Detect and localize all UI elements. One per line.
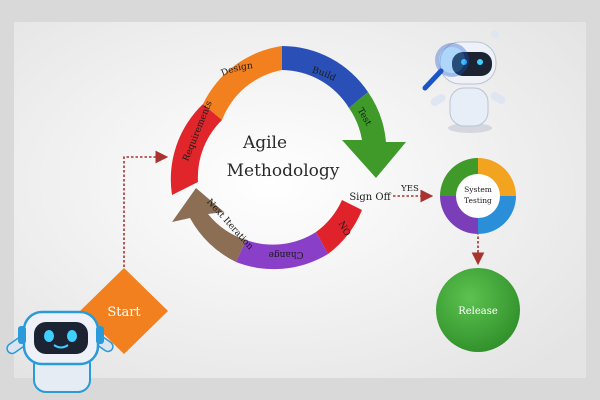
st-ring-bottom-right: [478, 196, 516, 234]
segment-test[interactable]: [342, 92, 406, 178]
release-label: Release: [458, 306, 498, 317]
yes-label: YES: [400, 184, 419, 194]
center-title-line2: Methodology: [227, 161, 340, 181]
signoff-group: Sign Off YES: [349, 184, 419, 203]
robot-search-icon: [422, 30, 506, 133]
connectors: [123, 150, 485, 294]
st-ring-top-right: [478, 158, 516, 196]
st-label-line1: System: [464, 185, 492, 194]
segment-design[interactable]: [203, 46, 282, 120]
release-circle[interactable]: [436, 268, 520, 352]
release-node[interactable]: Release: [436, 268, 520, 352]
start-label: Start: [107, 305, 141, 320]
st-center: [456, 174, 500, 218]
signoff-label: Sign Off: [349, 192, 391, 203]
robot-mascot-icon: [6, 310, 114, 393]
label-change: Change: [269, 249, 304, 259]
st-label-line2: Testing: [464, 196, 492, 205]
start-connector: [123, 150, 169, 294]
center-title-line1: Agile: [242, 133, 287, 153]
segment-no[interactable]: [316, 200, 362, 254]
segment-next-iteration[interactable]: [172, 188, 246, 262]
segment-build[interactable]: [282, 46, 368, 108]
segment-change[interactable]: [236, 232, 328, 270]
segment-requirements[interactable]: [170, 104, 222, 195]
st-ring-top-left: [440, 158, 478, 196]
st-ring-bottom-left: [440, 196, 478, 234]
system-testing-node[interactable]: System Testing: [440, 158, 516, 234]
